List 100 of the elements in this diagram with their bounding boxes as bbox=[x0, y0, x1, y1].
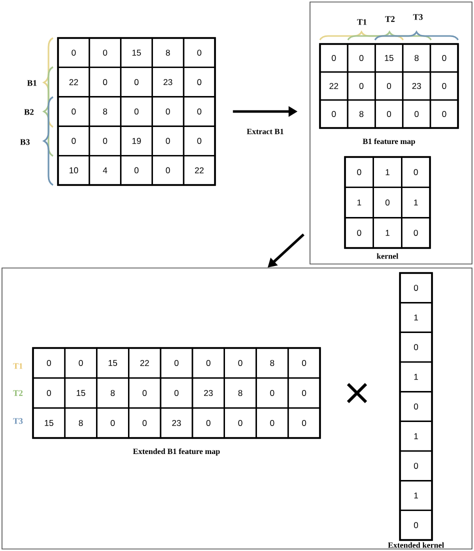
matrix-cell: 23 bbox=[160, 407, 194, 439]
matrix-cell: 0 bbox=[120, 66, 153, 98]
matrix-cell: 0 bbox=[319, 99, 348, 129]
row-label: T1 bbox=[357, 19, 367, 25]
matrix-cell: 0 bbox=[224, 407, 257, 439]
matrix-cell: 10 bbox=[57, 154, 90, 186]
matrix-cell: 15 bbox=[64, 377, 98, 409]
matrix-cell: 0 bbox=[57, 37, 90, 68]
matrix-cell: 0 bbox=[152, 126, 184, 156]
row-label: T2 bbox=[385, 16, 395, 22]
matrix-cell: 0 bbox=[430, 43, 459, 73]
matrix-cell: 15 bbox=[96, 347, 130, 379]
matrix-cell: 1 bbox=[399, 420, 433, 452]
matrix-cell: 0 bbox=[192, 347, 225, 379]
node-label: Extended kernel bbox=[388, 542, 444, 548]
matrix-cell: 15 bbox=[32, 407, 66, 439]
row-label: T2 bbox=[13, 390, 23, 396]
matrix-cell: 8 bbox=[346, 99, 376, 129]
matrix-cell: 0 bbox=[319, 43, 348, 73]
matrix-cell: 8 bbox=[88, 96, 122, 127]
matrix-cell: 23 bbox=[192, 377, 225, 409]
matrix-cell: 0 bbox=[182, 126, 216, 156]
matrix-cell: 0 bbox=[374, 71, 404, 101]
row-label: T3 bbox=[413, 14, 423, 20]
matrix-cell: 22 bbox=[128, 347, 162, 379]
matrix-cell: 0 bbox=[96, 407, 130, 439]
panel bbox=[310, 2, 472, 264]
matrix-cell: 0 bbox=[120, 96, 153, 127]
matrix-cell: 8 bbox=[224, 377, 257, 409]
matrix-cell: 0 bbox=[430, 99, 459, 129]
matrix-cell: 8 bbox=[152, 37, 184, 68]
matrix-cell: 0 bbox=[182, 37, 216, 68]
node-label: B1 feature map bbox=[362, 138, 416, 146]
matrix-cell: 0 bbox=[344, 156, 374, 188]
matrix-cell: 0 bbox=[344, 217, 374, 249]
matrix-cell: 0 bbox=[401, 217, 431, 249]
matrix-cell: 0 bbox=[430, 71, 459, 101]
matrix-cell: 0 bbox=[160, 347, 194, 379]
matrix-cell: 0 bbox=[399, 510, 433, 541]
matrix-cell: 1 bbox=[399, 361, 433, 392]
matrix-cell: 0 bbox=[32, 347, 66, 379]
matrix-cell: 1 bbox=[399, 480, 433, 511]
matrix-cell: 0 bbox=[32, 377, 66, 409]
matrix-cell: 0 bbox=[256, 377, 289, 409]
row-label: B1 bbox=[27, 80, 37, 86]
row-label: T3 bbox=[13, 418, 23, 424]
matrix-cell: 0 bbox=[402, 99, 432, 129]
matrix-cell: 22 bbox=[319, 71, 348, 101]
matrix-cell: 0 bbox=[128, 407, 162, 439]
node-label: Extended B1 feature map bbox=[133, 448, 220, 456]
matrix-cell: 0 bbox=[128, 377, 162, 409]
matrix-cell: 0 bbox=[57, 126, 90, 156]
matrix-cell: 0 bbox=[152, 96, 184, 127]
matrix-cell: 15 bbox=[120, 37, 153, 68]
matrix-cell: 1 bbox=[344, 186, 374, 218]
matrix-cell: 0 bbox=[256, 407, 289, 439]
matrix-cell: 0 bbox=[182, 96, 216, 127]
matrix-cell: 22 bbox=[182, 154, 216, 186]
matrix-cell: 0 bbox=[287, 377, 321, 409]
matrix-cell: 0 bbox=[88, 126, 122, 156]
matrix-cell: 0 bbox=[287, 347, 321, 379]
matrix-cell: 0 bbox=[372, 186, 402, 218]
matrix-cell: 23 bbox=[152, 66, 184, 98]
matrix-cell: 0 bbox=[57, 96, 90, 127]
matrix-cell: 1 bbox=[399, 302, 433, 333]
matrix-cell: 0 bbox=[401, 156, 431, 188]
matrix-cell: 0 bbox=[182, 66, 216, 98]
matrix-cell: 23 bbox=[402, 71, 432, 101]
matrix-cell: 19 bbox=[120, 126, 153, 156]
edge-label: Extract B1 bbox=[246, 128, 284, 134]
matrix-cell: 8 bbox=[96, 377, 130, 409]
matrix-cell: 8 bbox=[64, 407, 98, 439]
matrix-cell: 1 bbox=[372, 217, 402, 249]
matrix-cell: 0 bbox=[287, 407, 321, 439]
matrix-cell: 22 bbox=[57, 66, 90, 98]
matrix-cell: 0 bbox=[346, 71, 376, 101]
row-label: B3 bbox=[20, 139, 30, 145]
matrix-cell: 0 bbox=[152, 154, 184, 186]
matrix-cell: 0 bbox=[399, 450, 433, 482]
matrix-cell: 8 bbox=[256, 347, 289, 379]
matrix-cell: 0 bbox=[160, 377, 194, 409]
matrix-cell: 4 bbox=[88, 154, 122, 186]
row-label: B2 bbox=[24, 109, 34, 115]
matrix-cell: 0 bbox=[399, 332, 433, 363]
matrix-cell: 0 bbox=[192, 407, 225, 439]
panel bbox=[2, 268, 472, 550]
matrix-cell: 1 bbox=[401, 186, 431, 218]
matrix-cell: 0 bbox=[399, 272, 433, 304]
node-label: kernel bbox=[376, 253, 398, 259]
matrix-cell: 0 bbox=[88, 66, 122, 98]
matrix-cell: 0 bbox=[120, 154, 153, 186]
matrix-cell: 0 bbox=[88, 37, 122, 68]
matrix-cell: 8 bbox=[402, 43, 432, 73]
matrix-cell: 0 bbox=[399, 391, 433, 422]
matrix-cell: 0 bbox=[374, 99, 404, 129]
matrix-cell: 0 bbox=[64, 347, 98, 379]
matrix-cell: 0 bbox=[224, 347, 257, 379]
row-label: T1 bbox=[13, 363, 23, 369]
matrix-cell: 0 bbox=[346, 43, 376, 73]
matrix-cell: 15 bbox=[374, 43, 404, 73]
